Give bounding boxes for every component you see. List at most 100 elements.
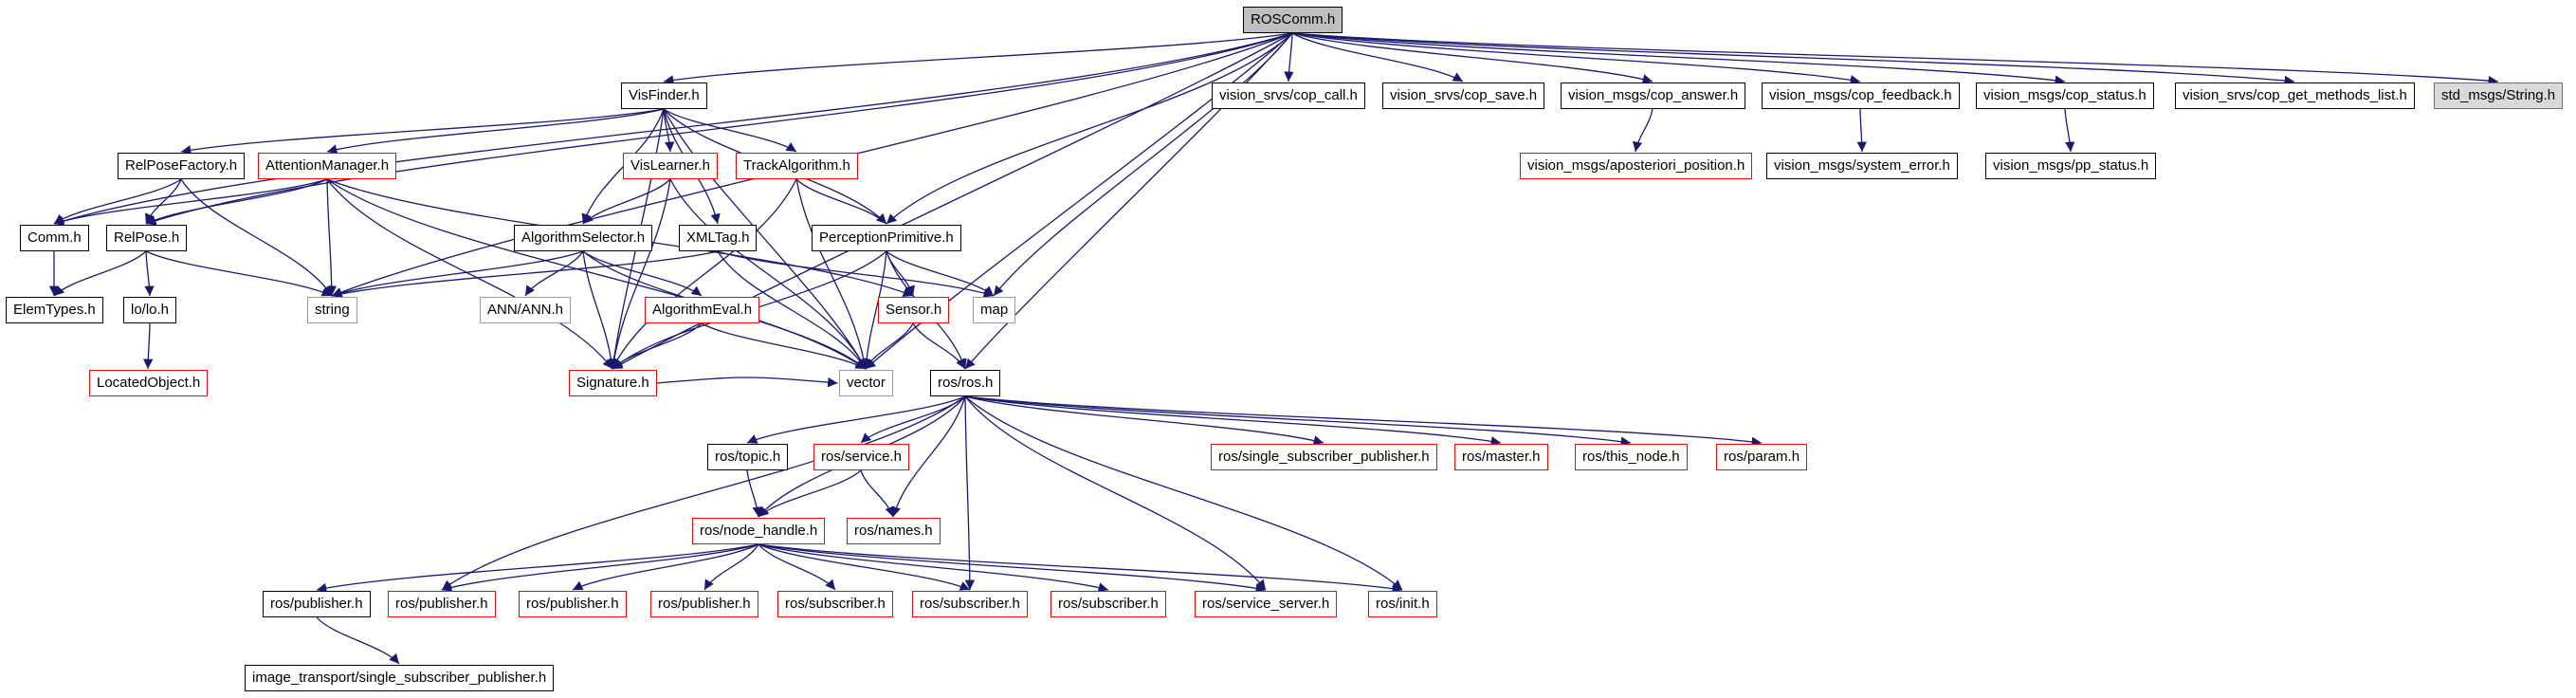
edge-sensor-vector <box>865 322 914 370</box>
edge-xmltag-string <box>331 250 719 299</box>
edge-visfinder-relposefactory <box>180 108 665 156</box>
graph-node-rossub3[interactable]: ros/subscriber.h <box>1050 591 1166 617</box>
edge-relpose-lolo <box>144 250 155 297</box>
edge-attention-string <box>326 178 337 297</box>
graph-node-rostopic[interactable]: ros/topic.h <box>707 444 789 470</box>
edge-percprim-vector <box>861 250 887 370</box>
edge-signature-vector <box>656 377 838 388</box>
graph-node-pp_status[interactable]: vision_msgs/pp_status.h <box>1985 153 2157 179</box>
edge-rosros-rosservice <box>860 395 966 444</box>
graph-node-rosservice_server[interactable]: ros/service_server.h <box>1195 591 1338 617</box>
graph-node-cop_answer[interactable]: vision_msgs/cop_answer.h <box>1561 83 1746 109</box>
edge-algselector-algeval <box>582 250 703 297</box>
graph-node-vector: vector <box>839 370 893 396</box>
edge-cop_status-pp_status <box>2064 108 2075 153</box>
edge-visfinder-attention <box>326 108 665 155</box>
graph-node-system_error[interactable]: vision_msgs/system_error.h <box>1766 153 1958 179</box>
edge-algselector-signature <box>582 250 616 370</box>
edge-vislearner-algselector <box>582 178 671 225</box>
graph-node-sensor[interactable]: Sensor.h <box>878 297 950 323</box>
graph-node-cop_get_methods[interactable]: vision_srvs/cop_get_methods_list.h <box>2175 83 2415 109</box>
edge-roscomm-relpose <box>145 32 1293 226</box>
edge-relpose-elemtypes <box>53 250 147 297</box>
edge-attention-comm <box>53 178 328 226</box>
edge-rosnodehandle-rossub1 <box>758 543 836 591</box>
edge-roscomm-rosros <box>964 32 1293 370</box>
edge-roscomm-vector <box>865 32 1293 370</box>
edge-lolo-locatedobj <box>143 322 154 370</box>
edge-roscomm-map <box>993 32 1293 297</box>
graph-node-visfinder[interactable]: VisFinder.h <box>621 83 707 109</box>
edge-attention-signature <box>326 178 613 370</box>
graph-node-rosssp[interactable]: ros/single_subscriber_publisher.h <box>1211 444 1437 470</box>
graph-node-rosinit[interactable]: ros/init.h <box>1368 591 1437 617</box>
edge-visfinder-vector <box>663 108 867 370</box>
edge-roscomm-cop_get_methods <box>1291 32 2295 86</box>
edge-relposefactory-string <box>180 178 333 297</box>
edge-rosnodehandle-rospub1 <box>316 543 759 594</box>
edge-xmltag-map <box>717 250 995 298</box>
graph-node-rosthisnode[interactable]: ros/this_node.h <box>1575 444 1688 470</box>
graph-node-algeval[interactable]: AlgorithmEval.h <box>645 297 760 323</box>
edge-rosros-rosservice_server <box>964 395 1267 591</box>
graph-node-rossub2[interactable]: ros/subscriber.h <box>912 591 1028 617</box>
edge-relpose-string <box>145 250 333 297</box>
edge-algselector-string <box>331 250 584 298</box>
edge-rosservice-rosnodehandle <box>758 469 862 518</box>
graph-node-trackalg[interactable]: TrackAlgorithm.h <box>736 153 858 179</box>
graph-node-rosnodehandle[interactable]: ros/node_handle.h <box>692 518 826 544</box>
edge-rosros-rossub2 <box>964 395 976 591</box>
edge-algselector-ann <box>524 250 584 297</box>
graph-node-relposefactory[interactable]: RelPoseFactory.h <box>118 153 246 179</box>
graph-node-percprim[interactable]: PerceptionPrimitive.h <box>812 225 961 251</box>
edge-trackalg-vector <box>795 178 869 370</box>
graph-node-rosservice[interactable]: ros/service.h <box>813 444 910 470</box>
graph-node-cop_save[interactable]: vision_srvs/cop_save.h <box>1382 83 1545 109</box>
edge-roscomm-comm <box>53 32 1293 226</box>
graph-node-aposteriori[interactable]: vision_msgs/aposteriori_position.h <box>1520 153 1753 179</box>
edge-attention-vector <box>326 178 867 370</box>
edge-roscomm-cop_answer <box>1291 32 1653 84</box>
graph-node-cop_call[interactable]: vision_srvs/cop_call.h <box>1212 83 1365 109</box>
graph-node-signature[interactable]: Signature.h <box>569 370 657 396</box>
graph-node-rosmaster[interactable]: ros/master.h <box>1454 444 1548 470</box>
graph-node-locatedobj[interactable]: LocatedObject.h <box>89 370 209 396</box>
edge-rosros-rosmaster <box>964 395 1502 447</box>
edge-algeval-vector <box>701 322 867 370</box>
graph-node-rosparam[interactable]: ros/param.h <box>1716 444 1808 470</box>
edge-roscomm-std_string <box>1291 32 2499 86</box>
edge-rosnodehandle-rospub4 <box>703 543 759 591</box>
edge-cop_feedback-system_error <box>1856 108 1867 153</box>
edge-rosnodehandle-rosinit <box>758 543 1403 594</box>
edge-roscomm-percprim <box>886 32 1293 225</box>
graph-node-algselector[interactable]: AlgorithmSelector.h <box>514 225 653 251</box>
graph-node-map: map <box>973 297 1016 323</box>
graph-node-lolo[interactable]: lo/lo.h <box>123 297 177 323</box>
edge-roscomm-signature <box>612 32 1293 370</box>
graph-node-comm[interactable]: Comm.h <box>20 225 89 251</box>
graph-node-itssp[interactable]: image_transport/single_subscriber_publis… <box>245 665 555 691</box>
graph-node-rospub4[interactable]: ros/publisher.h <box>650 591 758 617</box>
edge-trackalg-signature <box>612 178 797 370</box>
graph-node-rospub1[interactable]: ros/publisher.h <box>263 591 371 617</box>
graph-node-elemtypes[interactable]: ElemTypes.h <box>6 297 103 323</box>
graph-node-cop_feedback[interactable]: vision_msgs/cop_feedback.h <box>1762 83 1960 109</box>
edge-vislearner-signature <box>609 178 671 370</box>
edge-rosros-rosthisnode <box>964 395 1632 447</box>
graph-node-rospub2[interactable]: ros/publisher.h <box>388 591 496 617</box>
graph-node-relpose[interactable]: RelPose.h <box>106 225 188 251</box>
graph-node-rospub3[interactable]: ros/publisher.h <box>519 591 627 617</box>
edge-trackalg-percprim <box>795 178 887 225</box>
graph-node-ann: ANN/ANN.h <box>480 297 572 323</box>
edge-vislearner-vector <box>669 178 867 370</box>
graph-node-rossub1[interactable]: ros/subscriber.h <box>777 591 893 617</box>
graph-node-attention[interactable]: AttentionManager.h <box>258 153 397 179</box>
graph-node-rosros[interactable]: ros/ros.h <box>930 370 1001 396</box>
graph-node-xmltag[interactable]: XMLTag.h <box>679 225 758 251</box>
edge-roscomm-cop_call <box>1284 32 1294 83</box>
graph-node-rosnames[interactable]: ros/names.h <box>847 518 941 544</box>
graph-node-vislearner[interactable]: VisLearner.h <box>623 153 718 179</box>
graph-node-cop_status[interactable]: vision_msgs/cop_status.h <box>1976 83 2154 109</box>
